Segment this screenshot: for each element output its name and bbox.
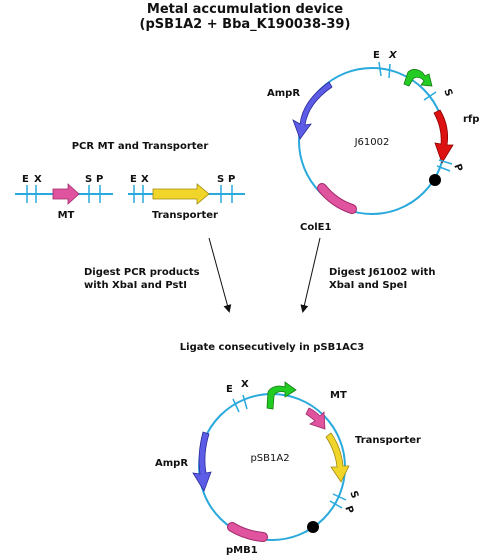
transporter-site-s: S — [217, 174, 224, 185]
j61002-site-e-tick — [378, 61, 382, 77]
title-line-1: Metal accumulation device — [147, 2, 343, 17]
j61002-site-p: P — [451, 162, 464, 173]
psb1a2-site-e-tick — [232, 398, 240, 413]
psb1a2-pmb1-label: pMB1 — [226, 545, 258, 556]
arrow-from-pcr — [208, 237, 232, 313]
pcr-fragment-mt: E X S P MT — [15, 174, 113, 221]
j61002-cole1-label: ColE1 — [300, 222, 331, 233]
mt-site-p: P — [96, 174, 103, 185]
psb1a2-site-s1-tick — [332, 493, 347, 501]
mt-gene-arrow — [52, 183, 80, 205]
mt-site-e: E — [22, 174, 29, 185]
psb1a2-site-p: P — [342, 504, 355, 515]
mt-site-s: S — [85, 174, 92, 185]
psb1a2-site-s2-tick — [329, 500, 343, 509]
step-digest-pcr-line2: with XbaI and PstI — [84, 280, 187, 291]
psb1a2-pmb1-fill — [228, 523, 267, 541]
j61002-name: J61002 — [354, 137, 390, 148]
j61002-cole1-fill — [318, 184, 356, 213]
psb1a2-ampr-arrow — [192, 431, 212, 492]
psb1a2-mt-label: MT — [330, 390, 347, 401]
j61002-site-p1-tick — [438, 159, 453, 165]
transporter-site-e: E — [130, 174, 137, 185]
pcr-fragment-transporter: E X S P Transporter — [128, 174, 245, 221]
step-digest-pcr-line1: Digest PCR products — [84, 267, 200, 278]
j61002-terminator-icon — [429, 174, 441, 186]
psb1a2-promoter-icon — [266, 381, 297, 410]
j61002-site-e: E — [373, 50, 380, 61]
j61002-rfp-arrow — [433, 109, 454, 164]
j61002-site-x-tick — [388, 63, 391, 79]
plasmid-j61002: E X S P AmpR J61002 rfp ColE1 — [267, 50, 479, 233]
psb1a2-name: pSB1A2 — [250, 453, 289, 464]
psb1a2-site-x-tick — [242, 394, 248, 410]
j61002-ampr-arrow — [292, 81, 333, 140]
transporter-site-x: X — [141, 174, 149, 185]
arrow-from-j61002 — [300, 237, 321, 313]
psb1a2-site-s: S — [347, 489, 360, 500]
step-digest-j61002-line1: Digest J61002 with — [329, 267, 435, 278]
j61002-site-s: S — [441, 87, 454, 98]
j61002-rfp-label: rfp — [463, 114, 479, 125]
transporter-site-p: P — [228, 174, 235, 185]
plasmid-psb1a2: E X S P AmpR pSB1A2 MT Transporter pMB1 — [155, 379, 421, 556]
mt-site-x: X — [34, 174, 42, 185]
psb1a2-site-e: E — [226, 384, 233, 395]
transporter-gene-arrow — [152, 183, 210, 205]
psb1a2-ampr-label: AmpR — [155, 458, 188, 469]
j61002-promoter-icon — [403, 69, 433, 87]
transporter-label: Transporter — [152, 210, 218, 221]
j61002-site-p2-tick — [436, 165, 451, 172]
j61002-site-s-tick — [423, 91, 437, 101]
j61002-site-x: X — [388, 50, 398, 61]
pcr-heading: PCR MT and Transporter — [72, 141, 209, 152]
psb1a2-transporter-arrow — [325, 432, 350, 483]
psb1a2-site-x: X — [241, 379, 249, 390]
psb1a2-terminator-icon — [307, 521, 319, 533]
mt-label: MT — [58, 210, 75, 221]
psb1a2-mt-arrow — [305, 407, 326, 430]
j61002-ampr-label: AmpR — [267, 88, 300, 99]
title-line-2: (pSB1A2 + Bba_K190038-39) — [140, 17, 351, 32]
step-ligate: Ligate consecutively in pSB1AC3 — [180, 342, 364, 353]
step-digest-j61002-line2: XbaI and SpeI — [329, 280, 407, 291]
psb1a2-transporter-label: Transporter — [355, 435, 421, 446]
